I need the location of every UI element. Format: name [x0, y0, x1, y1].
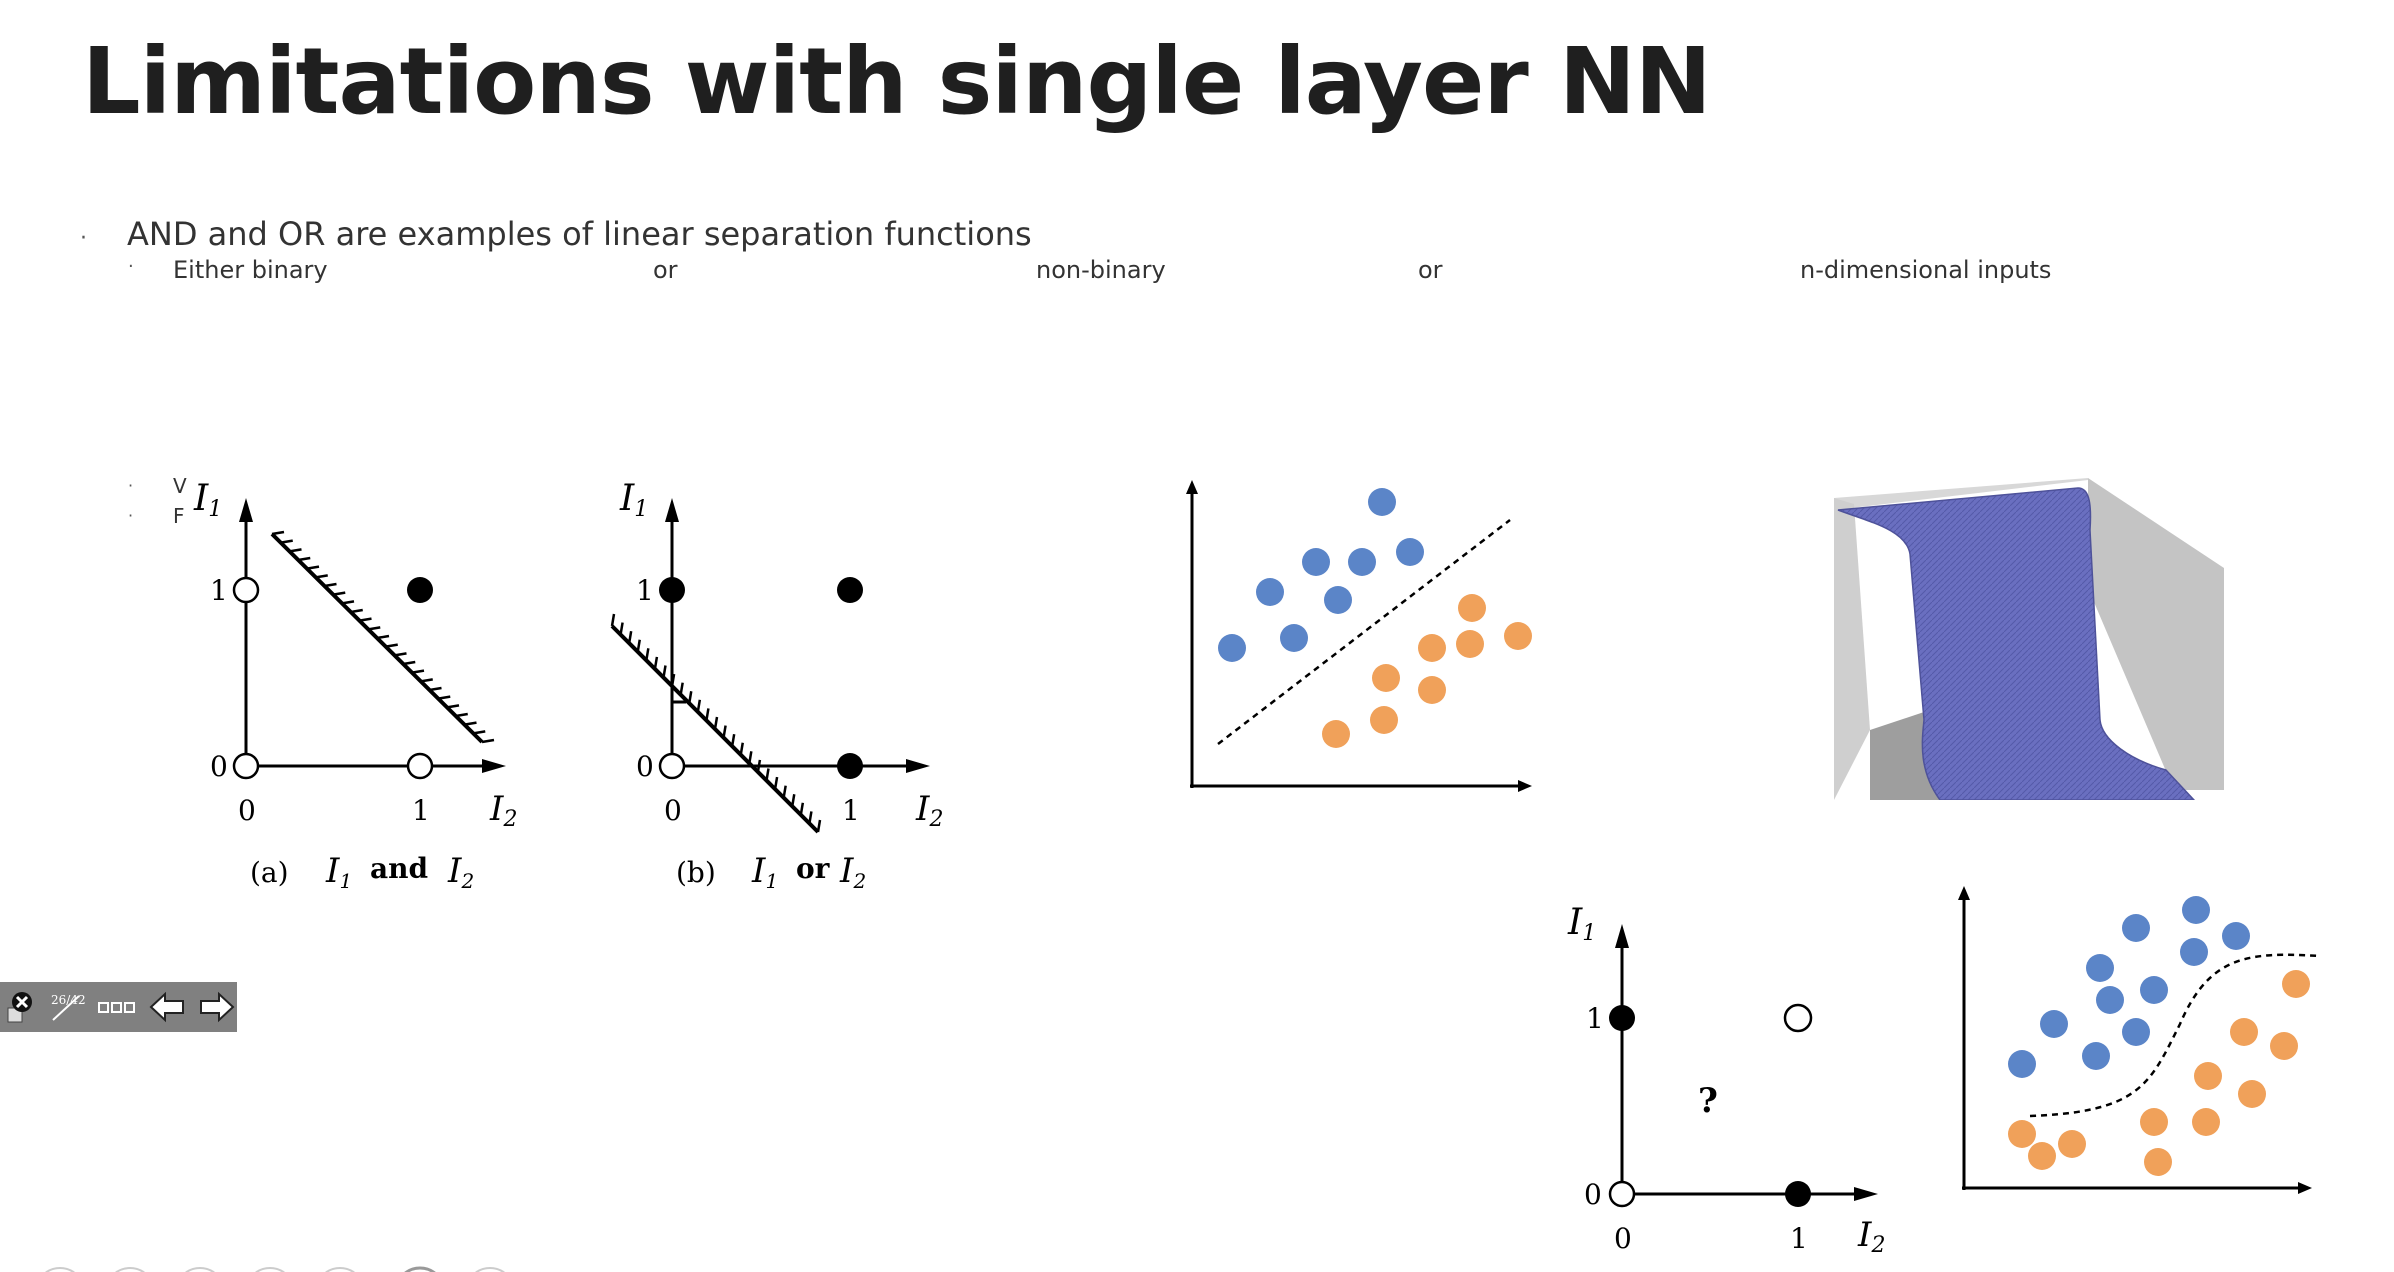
y-axis-arrow [1958, 886, 1970, 900]
tick-y-1: 1 [1586, 1002, 1604, 1035]
x-axis-label: I2 [489, 789, 517, 832]
surface-mesh [1837, 487, 2196, 800]
orange-points [1322, 594, 1532, 748]
x-axis-arrow [1854, 1187, 1878, 1201]
tick-y-1: 1 [210, 574, 228, 607]
tick-y-0: 0 [1584, 1178, 1602, 1211]
caption-letter: (b) [676, 856, 716, 889]
point-1-0-filled [837, 753, 863, 779]
point-0-1-filled [659, 577, 685, 603]
y-axis-arrow [665, 498, 679, 522]
tick-x-1: 1 [1790, 1222, 1808, 1255]
page-indicator-icon[interactable]: 26/42 [49, 987, 87, 1027]
tick-x-0: 0 [664, 794, 682, 827]
tick-x-0: 0 [1614, 1222, 1632, 1255]
linear-scatter [1186, 480, 1532, 792]
next-arrow-icon[interactable] [197, 987, 237, 1027]
point-0-1-open [232, 576, 260, 604]
nonlinear-scatter [1958, 886, 2321, 1194]
slideshow-toolbar: 26/42 [0, 982, 237, 1032]
more-icon[interactable] [97, 987, 137, 1027]
point-0-0-open [658, 752, 686, 780]
blue-points [1218, 488, 1424, 662]
y-axis-arrow [239, 498, 253, 522]
x-axis-arrow [482, 759, 506, 773]
page-indicator-text: 26/42 [51, 993, 86, 1007]
tick-x-0: 0 [238, 794, 256, 827]
point-1-1-filled [407, 577, 433, 603]
bullet-dot: · [80, 226, 87, 251]
sub-or-1: or [653, 256, 678, 284]
caption-i2: I2 [447, 851, 474, 893]
separation-line [610, 613, 822, 834]
caption-operator: and [370, 852, 428, 885]
prev-arrow-icon[interactable] [147, 987, 187, 1027]
question-mark: ? [1698, 1081, 1718, 1121]
x-axis-label: I2 [915, 789, 943, 832]
x-axis-label: I2 [1857, 1215, 1885, 1258]
blue-points [2008, 896, 2250, 1078]
slide-title: Limitations with single layer NN [82, 28, 1712, 135]
small-bullet-dot: · [128, 476, 134, 495]
xor-diagram: I1 1 0 0 1 I2 ? [1567, 902, 1885, 1258]
sub-or-2: or [1418, 256, 1443, 284]
point-0-1-filled [1609, 1005, 1635, 1031]
y-axis-arrow [1615, 924, 1629, 948]
slide-thumbnail-dots [45, 1266, 505, 1272]
bullet-text: AND and OR are examples of linear separa… [127, 215, 1032, 253]
tick-x-1: 1 [842, 794, 860, 827]
tick-y-0: 0 [210, 750, 228, 783]
point-0-0-open [1608, 1180, 1636, 1208]
caption-i1: I1 [325, 851, 352, 893]
y-axis-label: I1 [619, 478, 648, 522]
tick-y-1: 1 [636, 574, 654, 607]
sub-either-binary: Either binary [173, 256, 328, 284]
sub-non-binary: non-binary [1036, 256, 1166, 284]
point-1-1-filled [837, 577, 863, 603]
small-bullet-v: V [173, 474, 187, 498]
close-icon[interactable] [2, 987, 39, 1027]
n-dimensional-surface [1834, 478, 2224, 800]
x-axis-arrow [906, 759, 930, 773]
y-axis-label: I1 [193, 478, 222, 522]
y-axis-label: I1 [1567, 902, 1596, 946]
caption-operator: or [796, 852, 831, 885]
orange-points [2008, 970, 2310, 1176]
caption-i1: I1 [751, 851, 778, 893]
point-1-0-filled [1785, 1181, 1811, 1207]
tick-y-0: 0 [636, 750, 654, 783]
point-1-1-open [1783, 1003, 1813, 1033]
y-axis-arrow [1186, 480, 1198, 494]
or-diagram: I1 1 0 0 1 I2 (b) I1 or I2 [610, 478, 943, 893]
and-diagram: I1 1 0 0 1 I2 (a) I1 and I2 [193, 478, 517, 893]
nonlinear-boundary [2029, 953, 2321, 1118]
caption-letter: (a) [250, 856, 289, 889]
separation-line [270, 530, 495, 744]
tick-x-1: 1 [412, 794, 430, 827]
point-1-0-open [406, 752, 434, 780]
small-bullet-dot: · [128, 506, 134, 525]
x-axis-arrow [2298, 1182, 2312, 1194]
sub-n-dimensional: n-dimensional inputs [1800, 256, 2052, 284]
x-axis-arrow [1518, 780, 1532, 792]
sub-bullet-dot: · [128, 256, 134, 277]
point-0-0-open [232, 752, 260, 780]
small-bullet-f: F [173, 504, 185, 528]
caption-i2: I2 [839, 851, 866, 893]
